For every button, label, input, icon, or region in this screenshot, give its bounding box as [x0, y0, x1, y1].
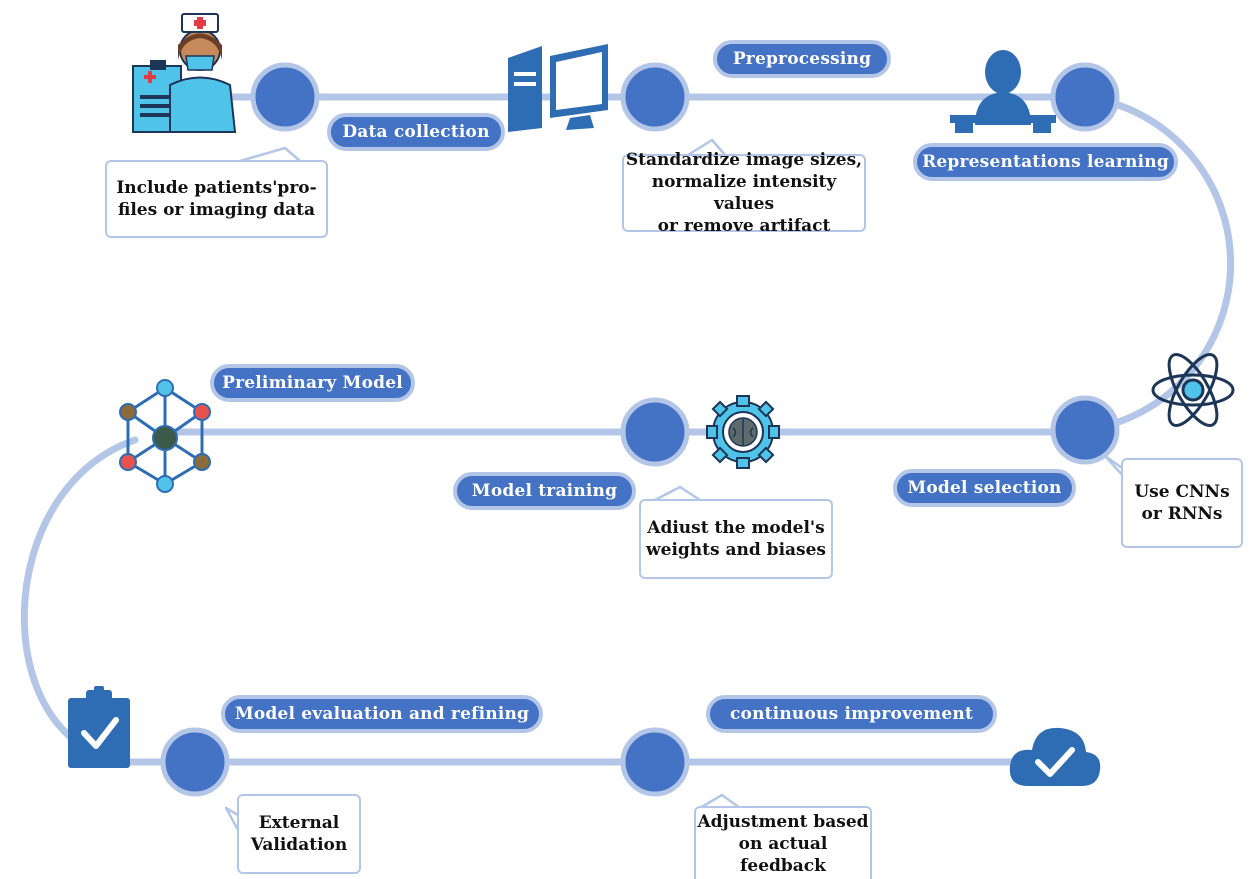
- continuous-improvement-note: Adjustment based on actual feedback: [694, 806, 872, 879]
- note-line: normalize intensity values: [651, 172, 837, 214]
- preprocessing-label: Preprocessing: [713, 40, 891, 78]
- model-selection-label: Model selection: [893, 469, 1076, 507]
- preprocessing-note: Standardize image sizes, normalize inten…: [622, 150, 866, 236]
- note-line: weights and biases: [646, 540, 826, 560]
- note-line: Validation: [250, 835, 348, 855]
- model-training-label: Model training: [453, 472, 636, 510]
- node-model-training: [620, 397, 690, 467]
- clipboard-check-icon: [68, 686, 130, 768]
- gear-brain-icon: [706, 395, 780, 469]
- node-preprocessing: [620, 62, 690, 132]
- data-collection-label: Data collection: [327, 113, 505, 151]
- note-line: Adiust the model's: [647, 518, 825, 538]
- node-model-evaluation: [160, 727, 230, 797]
- preliminary-model-label: Preliminary Model: [210, 364, 415, 402]
- note-line: Use CNNs: [1134, 482, 1230, 502]
- model-evaluation-note: External Validation: [237, 794, 361, 874]
- cloud-check-icon: [1009, 727, 1101, 786]
- note-line: Include patients'pro-: [116, 178, 317, 198]
- node-continuous-improvement: [620, 727, 690, 797]
- computer-monitor-icon: [508, 44, 608, 132]
- nurse-with-clipboard-icon: [132, 13, 237, 133]
- model-evaluation-label: Model evaluation and refining: [221, 695, 543, 733]
- person-at-desk-icon: [950, 50, 1056, 133]
- node-model-selection: [1050, 395, 1120, 465]
- note-line: files or imaging data: [117, 200, 316, 220]
- atom-icon: [1151, 353, 1235, 427]
- note-line: or RNNs: [1141, 504, 1223, 524]
- note-line: on actual feedback: [738, 833, 828, 876]
- node-representations-learning: [1050, 62, 1120, 132]
- step-nodes: [160, 62, 1120, 797]
- note-line: Adjustment based: [697, 811, 869, 832]
- representations-learning-label: Representations learning: [913, 143, 1178, 181]
- note-line: or remove artifact: [657, 216, 831, 236]
- model-training-note: Adiust the model's weights and biases: [639, 499, 833, 579]
- callout-tails: [224, 138, 1126, 831]
- model-selection-note: Use CNNs or RNNs: [1121, 458, 1243, 548]
- data-collection-note: Include patients'pro- files or imaging d…: [105, 160, 328, 238]
- node-data-collection: [250, 62, 320, 132]
- continuous-improvement-label: continuous improvement: [706, 695, 997, 733]
- note-line: Standardize image sizes,: [625, 150, 863, 170]
- note-line: External: [258, 813, 340, 833]
- network-graph-icon: [119, 379, 211, 493]
